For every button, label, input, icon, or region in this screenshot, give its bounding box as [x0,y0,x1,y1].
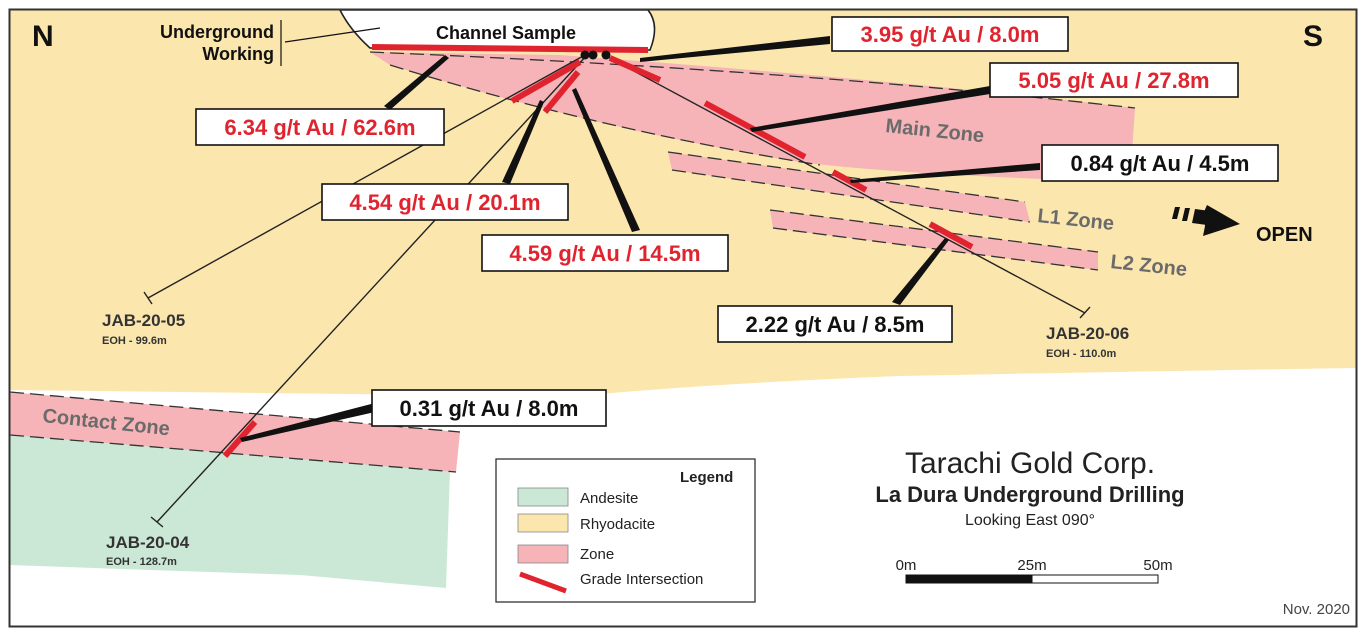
frame-border [8,8,1358,628]
legend-title: Legend [680,469,733,486]
underground-label-line2: Working [202,44,274,64]
svg-text:0.84 g/t Au / 4.5m: 0.84 g/t Au / 4.5m [1071,151,1250,176]
legend-item-andesite: Andesite [580,490,638,507]
underground-label-line1: Underground [160,22,274,42]
svg-text:4.59 g/t Au / 14.5m: 4.59 g/t Au / 14.5m [509,241,700,266]
leader [284,27,381,43]
channel-sample-label: Channel Sample [436,23,576,43]
grade-intersection [510,59,582,104]
hole-eoh-jab-20-04: EOH - 128.7m [106,556,177,568]
leader [572,88,640,232]
open-label: OPEN [1256,224,1313,246]
scale-tick-50: 50m [1143,557,1172,574]
leader [850,163,1040,183]
intercept-label-6.34: 6.34 g/t Au / 62.6m [195,108,445,146]
intercept-label-4.59: 4.59 g/t Au / 14.5m [481,234,729,272]
hole-label-jab-20-05: JAB-20-05 [102,311,185,330]
legend-swatch-zone [517,544,569,564]
legend-item-zone: Zone [580,546,614,563]
intercept-label-3.95: 3.95 g/t Au / 8.0m [831,16,1069,52]
collar-dot [601,50,611,60]
south-label: S [1303,20,1323,53]
l2-zone-edge-top [769,209,1099,253]
l1-zone-edge-bottom [671,169,1031,223]
legend-swatch-andesite [517,487,569,507]
legend-swatch-grade [519,571,567,594]
andesite-unit [10,425,460,588]
grade-intersection [222,420,258,458]
main-zone-edge-bottom [389,64,821,166]
svg-text:5.05 g/t Au / 27.8m: 5.05 g/t Au / 27.8m [1018,68,1209,93]
channel-sample-grade [371,44,649,53]
scale-bar: 0m 25m 50m [896,557,1173,584]
date-label: Nov. 2020 [1283,601,1350,618]
contact-zone-edge-bottom [9,434,457,473]
svg-text:2.22 g/t Au / 8.5m: 2.22 g/t Au / 8.5m [746,312,925,337]
svg-text:6.34 g/t Au / 62.6m: 6.34 g/t Au / 62.6m [224,115,415,140]
open-arrow-icon [1172,205,1240,236]
contact-zone-edge-top [9,391,461,433]
leader [750,86,990,132]
grade-intersection [831,169,868,193]
contact-zone [10,392,460,472]
leader [892,238,949,305]
intercept-label-0.84: 0.84 g/t Au / 4.5m [1041,144,1279,182]
main-zone [370,52,1135,182]
grade-intersection [542,70,581,114]
drillhole-jab-20-04-end-tick [150,516,164,528]
drillhole-jab-20-05-end-tick [143,291,153,305]
company-title: Tarachi Gold Corp. [905,447,1155,480]
leader [384,55,449,110]
intercept-label-4.54: 4.54 g/t Au / 20.1m [321,183,569,221]
scale-tick-0: 0m [896,557,917,574]
leader [502,100,544,184]
intercept-label-2.22: 2.22 g/t Au / 8.5m [717,305,953,343]
north-label: N [32,20,54,53]
l2-zone-edge-bottom [772,227,1099,271]
leader [640,36,830,62]
hole-eoh-jab-20-05: EOH - 99.6m [102,335,167,347]
l2-zone [770,210,1098,270]
project-title: La Dura Underground Drilling [875,482,1184,507]
collar-dot [588,50,598,60]
leader [240,403,375,442]
underground-working [338,9,656,51]
grade-intersection [928,221,974,250]
drillhole-jab-20-06-end-tick [1079,306,1091,319]
svg-text:0.31 g/t Au / 8.0m: 0.31 g/t Au / 8.0m [400,396,579,421]
hole-label-jab-20-06: JAB-20-06 [1046,324,1129,343]
scale-tick-25: 25m [1017,557,1046,574]
svg-text:3.95 g/t Au / 8.0m: 3.95 g/t Au / 8.0m [861,22,1040,47]
grade-intersection [608,55,662,83]
drillhole-jab-20-06 [603,54,1086,314]
hole-label-jab-20-04: JAB-20-04 [106,533,190,552]
legend-item-grade: Grade Intersection [580,571,703,588]
view-direction: Looking East 090° [965,512,1095,529]
svg-text:4.54 g/t Au / 20.1m: 4.54 g/t Au / 20.1m [349,190,540,215]
drillhole-jab-20-04 [156,54,588,523]
collar-dot [580,50,590,60]
drillhole-jab-20-05 [147,54,586,299]
intercept-label-0.31: 0.31 g/t Au / 8.0m [371,389,607,427]
hole-eoh-jab-20-06: EOH - 110.0m [1046,348,1117,360]
legend-item-rhyodacite: Rhyodacite [580,516,655,533]
legend: Legend Andesite Rhyodacite Zone Grade In… [495,458,756,603]
legend-swatch-rhyodacite [517,513,569,533]
intercept-label-5.05: 5.05 g/t Au / 27.8m [989,62,1239,98]
